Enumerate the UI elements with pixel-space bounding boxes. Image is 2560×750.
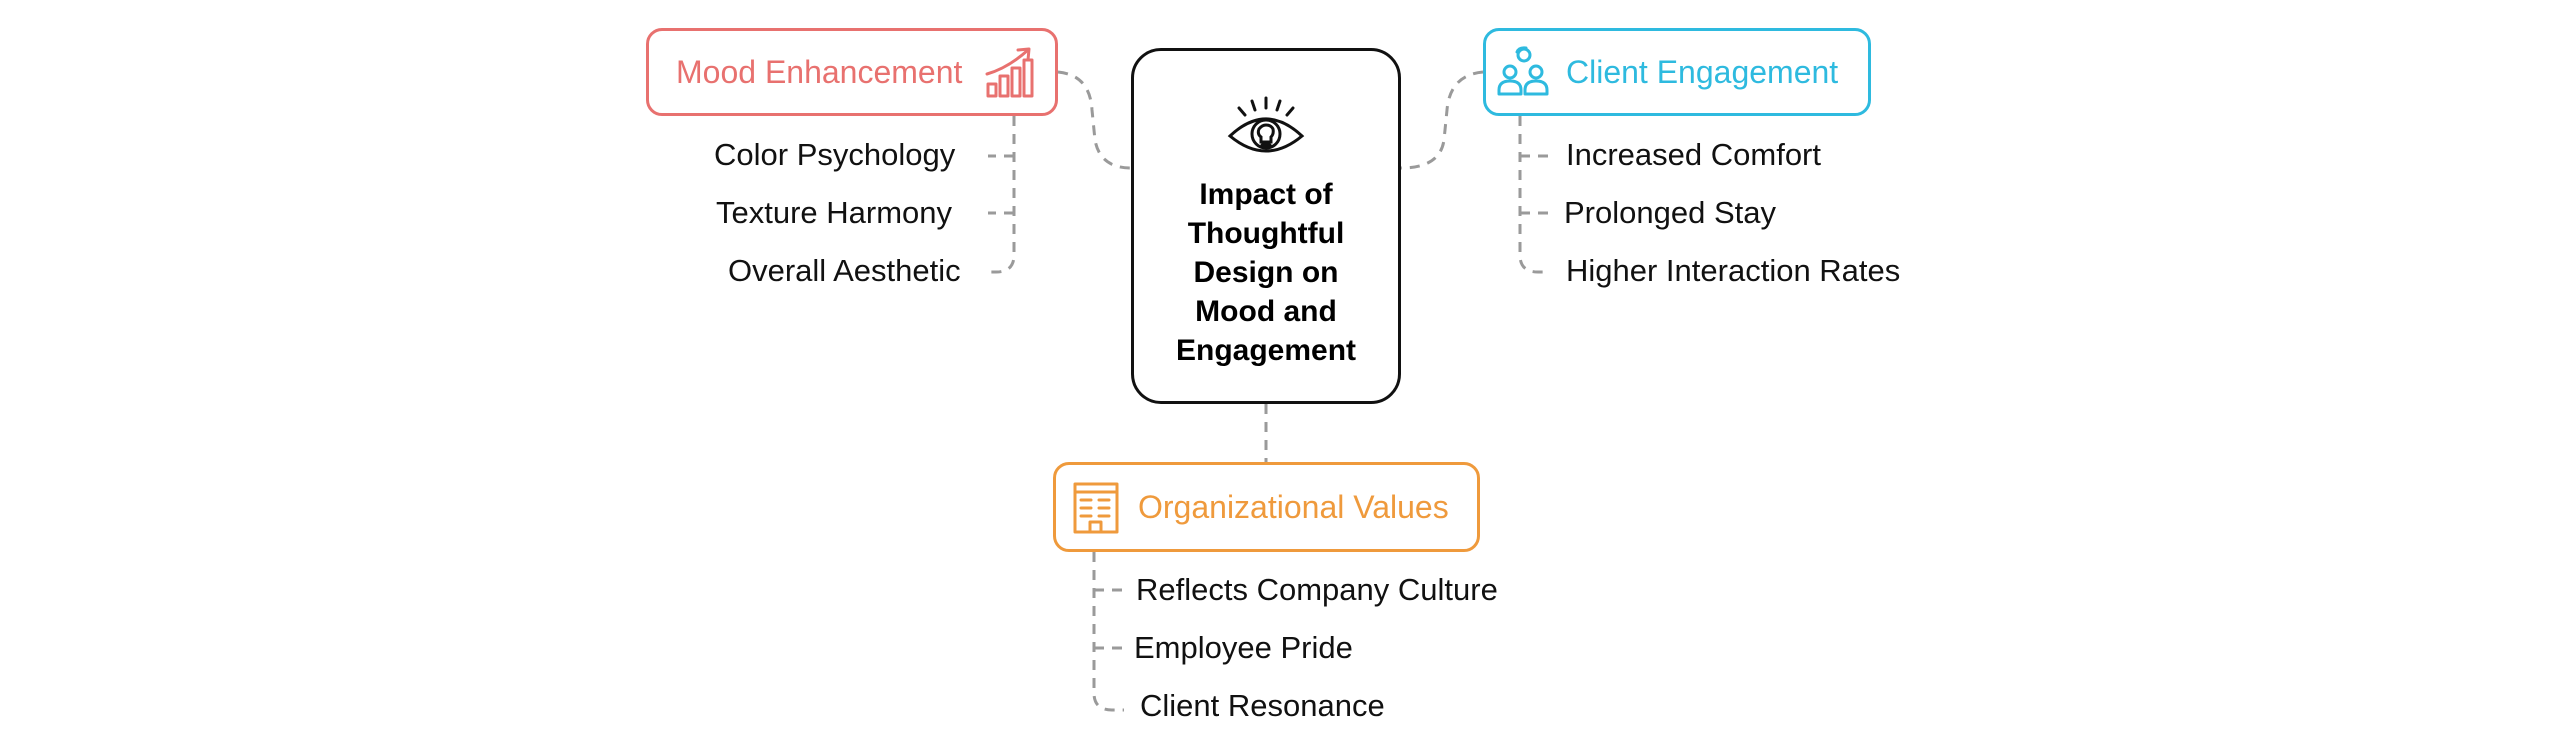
org-item: Employee Pride	[1134, 630, 1353, 665]
center-title-line: Mood and	[1195, 295, 1337, 328]
client-engagement-node	[1483, 28, 1871, 116]
client-item: Prolonged Stay	[1564, 195, 1776, 230]
mood-enhancement-title: Mood Enhancement	[676, 54, 963, 90]
center-title-line: Engagement	[1175, 334, 1357, 367]
client-item: Increased Comfort	[1566, 137, 1821, 172]
mood-item: Overall Aesthetic	[728, 253, 961, 288]
org-item: Client Resonance	[1140, 688, 1385, 723]
eye-bulb-icon	[1227, 96, 1305, 153]
people-icon	[1497, 46, 1549, 96]
client-engagement-title: Client Engagement	[1566, 54, 1839, 90]
chart-growth-icon	[985, 47, 1034, 98]
client-item: Higher Interaction Rates	[1566, 253, 1901, 288]
center-title-line: Design on	[1193, 256, 1339, 289]
building-icon	[1073, 482, 1119, 534]
organizational-values-node	[1053, 462, 1480, 552]
organizational-values-title: Organizational Values	[1138, 489, 1449, 525]
mood-item: Texture Harmony	[716, 195, 953, 230]
mood-item: Color Psychology	[714, 137, 956, 172]
org-item: Reflects Company Culture	[1136, 572, 1498, 607]
center-title-line: Thoughtful	[1187, 217, 1345, 250]
center-title-line: Impact of	[1199, 178, 1333, 211]
center-title: Impact of Thoughtful Design on Mood and …	[1136, 175, 1396, 370]
